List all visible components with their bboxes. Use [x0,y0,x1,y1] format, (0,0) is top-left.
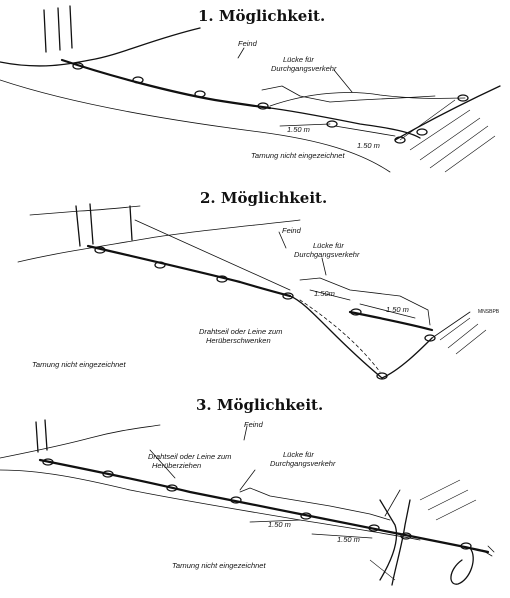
panel-1-rollers [72,62,469,144]
panel-3-rollers [42,458,472,550]
panel-3-roller [460,542,472,550]
panel-3-roller [300,512,312,520]
panel-3-note: Tarnung nicht eingezeichnet [172,561,266,570]
panel-1-title: 1. Möglichkeit. [198,7,325,25]
panel-3-hatching [369,479,477,581]
panel-1-trench-edge-right [394,85,501,141]
panel-2-rollers [94,246,436,380]
panel-2-roller [216,275,228,283]
panel-3-enemy-label: Feind [244,420,264,429]
panel-2: 2. Möglichkeit. Feind Lücke für Durchgan… [17,189,500,380]
panel-1-roller [416,128,428,136]
panel-2-gap-label-2: Durchgangsverkehr [294,250,360,259]
panel-1-gap-label-1: Lücke für [283,55,314,64]
panel-2-roller [350,308,362,316]
panel-1-roller [132,76,144,84]
panel-3-gap-outline [239,487,391,521]
panel-2-enemy-arrow [278,231,287,249]
panel-1-posts [43,5,73,53]
panel-3-title: 3. Möglichkeit. [196,396,323,414]
panel-3: 3. Möglichkeit. Feind Drahtseil ode [0,396,495,586]
panel-2-posts [75,203,133,247]
panel-3-dim-a: 1.50 m [268,520,291,529]
panel-2-roller [94,246,106,254]
panel-3-pull-end [481,545,495,557]
panel-3-wire-arrow [149,449,176,479]
panel-2-gap-arrow [321,257,327,276]
panel-1-note: Tarnung nicht eingezeichnet [251,151,345,160]
panel-3-cross-trench-a [379,499,398,581]
panel-2-obstacle-line [86,244,292,298]
panel-3-roller [166,484,178,492]
panel-1-dim-a: 1.50 m [287,125,310,134]
panel-2-stamp: MNSBPB [478,309,500,315]
panel-2-enemy-label: Feind [282,226,302,235]
panel-3-roller [42,458,54,466]
panel-2-dimension-lines [309,289,416,319]
panel-2-dim-b: 1.50 m [386,305,409,314]
panel-1-obstacle-line [60,58,272,110]
panel-3-roller [230,496,242,504]
panel-3-wire-label-2: Herüberziehen [152,461,201,470]
panel-2-title: 2. Möglichkeit. [200,189,327,207]
panel-1-roller [194,90,206,98]
panel-2-hatching [439,317,487,355]
panel-1-roller [72,62,84,70]
panel-3-obstacle-line [38,458,402,536]
panel-2-wire [299,299,381,373]
panel-3-roller [400,532,412,540]
panel-1-roller [457,94,469,102]
panel-2-roller [282,292,294,300]
panel-1-trench-edge-left [0,27,201,67]
panel-3-gap-label-2: Durchgangsverkehr [270,459,336,468]
panel-3-gap-label-1: Lücke für [283,450,314,459]
panel-2-right-edge [431,311,471,339]
panel-2-guide-line [134,219,291,291]
panel-1-enemy-arrow [237,47,245,59]
panel-1-dimension-lines [279,123,396,137]
panel-2-roller [376,372,388,380]
panel-2-dim-a: 1.50m [314,289,335,298]
panel-1-gap-label-2: Durchgangsverkehr [271,64,337,73]
panel-3-terrain-top [0,424,161,459]
panel-3-enemy-arrow [243,425,248,441]
panel-2-obstacle-line-b [348,310,434,332]
panel-3-roller [102,470,114,478]
panel-3-obstacle-line-b [398,532,490,554]
panel-3-posts [35,419,48,453]
panel-2-wire-label-1: Drahtseil oder Leine zum [199,327,282,336]
panel-2-gap-outline [299,277,431,326]
panel-1-dim-b: 1.50 m [357,141,380,150]
panel-2-note: Tarnung nicht eingezeichnet [32,360,126,369]
panel-2-wire-label-2: Herüberschwenken [206,336,271,345]
panel-2-terrain-line [17,219,301,263]
panel-2-roller [154,261,166,269]
panel-1-gap-outline [261,85,436,103]
panel-3-dim-b: 1.50 m [337,535,360,544]
panel-3-roller [368,524,380,532]
panel-3-gap-brackets [239,469,401,517]
panel-2-gap-label-1: Lücke für [313,241,344,250]
panel-1: 1. Möglichkeit. Feind Lücke für [0,5,501,173]
panel-1-ground-edge [0,79,391,173]
panel-1-roller [394,136,406,144]
panel-1-obstacle-line-b [269,107,421,139]
panel-3-terrain-bottom [0,469,421,541]
panel-3-cross-trench-b [391,499,411,586]
panel-1-gap-arrow [333,69,353,93]
panel-2-swung-section [289,295,433,379]
panel-1-hatching [399,99,496,173]
panel-3-pull-loop [450,547,474,585]
panel-3-wire-label-1: Drahtseil oder Leine zum [148,452,231,461]
panel-1-roller [257,102,269,110]
panel-2-ground-edge [29,205,141,216]
panel-2-roller [424,334,436,342]
panel-3-dimension-lines [249,519,373,539]
panel-1-enemy-label: Feind [238,39,258,48]
